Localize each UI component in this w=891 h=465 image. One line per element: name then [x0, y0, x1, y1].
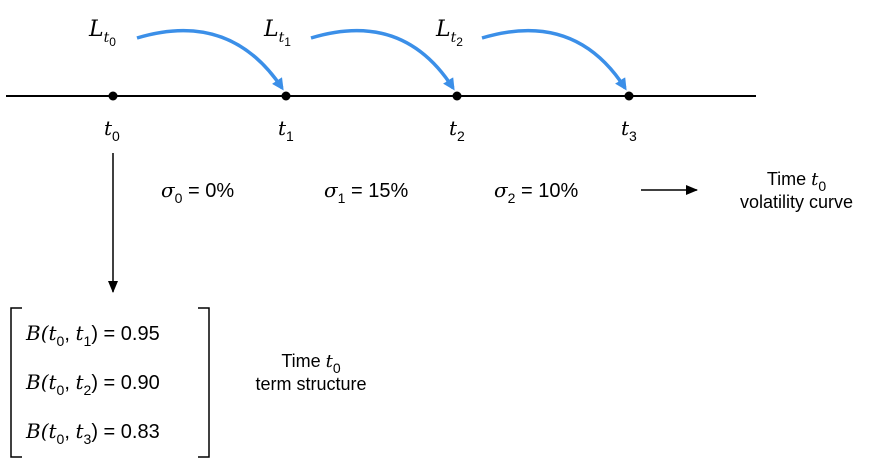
time-point-label-0: t0 [104, 116, 120, 144]
timeline-dot-t1 [281, 91, 291, 101]
bond-price-row-1: B(t0, t2) = 0.90 [26, 370, 160, 398]
timeline-dot-t0 [108, 91, 118, 101]
forward-rate-label-1: Lt1 [264, 17, 291, 49]
forward-arc-1 [136, 28, 284, 91]
forward-arc-2 [310, 28, 455, 91]
time-point-label-1: t1 [278, 116, 294, 144]
forward-rate-label-0: Lt0 [89, 17, 116, 49]
forward-rate-label-2: Lt2 [436, 17, 463, 49]
volatility-caption-line2: volatility curve [739, 192, 854, 212]
matrix-bracket-left [10, 307, 22, 458]
volatility-caption-line1: Time t0 [766, 169, 827, 194]
time-point-label-3: t3 [621, 116, 637, 144]
bond-price-row-2: B(t0, t3) = 0.83 [26, 419, 160, 447]
matrix-bracket-right [198, 307, 210, 458]
forward-arc-3 [481, 28, 627, 91]
timeline-dot-t2 [452, 91, 462, 101]
volatility-label-2: σ2 = 10% [494, 178, 579, 206]
term-structure-caption: Time t0 term structure [226, 350, 396, 395]
bond-price-row-0: B(t0, t1) = 0.95 [26, 321, 160, 349]
volatility-label-0: σ0 = 0% [161, 178, 235, 206]
term-caption-line2: term structure [255, 374, 367, 394]
volatility-label-1: σ1 = 15% [324, 178, 409, 206]
term-caption-line1: Time t0 [281, 351, 341, 376]
timeline-dot-t3 [624, 91, 634, 101]
time-point-label-2: t2 [449, 116, 465, 144]
volatility-curve-caption: Time t0 volatility curve [704, 168, 889, 213]
